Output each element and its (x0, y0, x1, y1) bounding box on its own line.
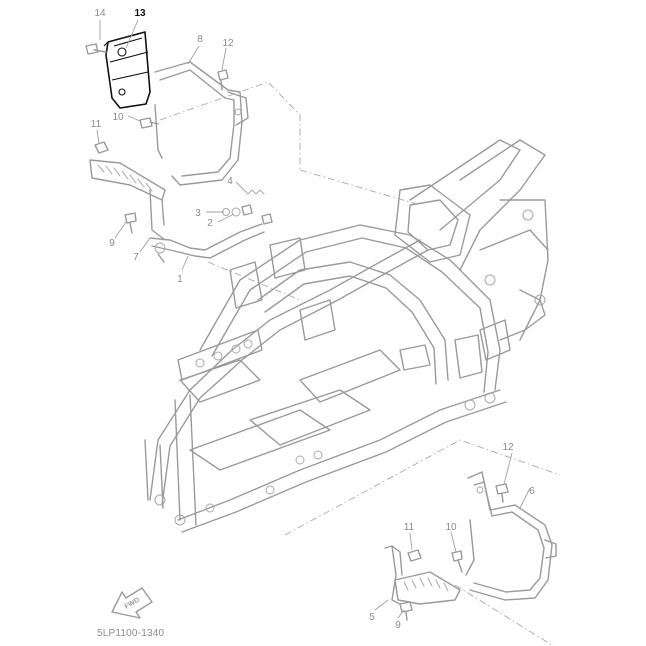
callout-11-lower[interactable]: 11 (404, 522, 415, 533)
callout-14[interactable]: 14 (94, 8, 106, 19)
lower-right-parts (384, 471, 557, 621)
callout-13[interactable]: 13 (134, 8, 146, 19)
callout-12-lower[interactable]: 12 (502, 442, 514, 453)
callout-10-lower[interactable]: 10 (445, 522, 457, 533)
callout-11-upper[interactable]: 11 (91, 119, 102, 130)
callout-4[interactable]: 4 (227, 176, 233, 187)
callout-6[interactable]: 6 (529, 486, 535, 497)
main-frame (144, 139, 549, 533)
fwd-arrow-icon: FWD (111, 587, 153, 619)
drawing-code: 5LP1100-1340 (97, 628, 165, 639)
part-13-highlighted (85, 31, 151, 109)
callout-9-lower[interactable]: 9 (395, 620, 401, 631)
reference-lines (159, 81, 561, 646)
callout-7[interactable]: 7 (133, 252, 139, 263)
callout-8[interactable]: 8 (197, 34, 203, 45)
callout-3[interactable]: 3 (195, 208, 201, 219)
upper-left-parts (89, 61, 273, 263)
callout-numbers: 13 14 8 12 10 11 4 3 2 9 7 1 12 6 11 10 … (91, 8, 535, 631)
callout-5[interactable]: 5 (369, 612, 375, 623)
callout-1[interactable]: 1 (177, 274, 183, 285)
fwd-label: FWD (124, 597, 141, 611)
callout-10-upper[interactable]: 10 (112, 112, 124, 123)
callout-9-upper[interactable]: 9 (109, 238, 115, 249)
leader-lines (96, 19, 531, 619)
callout-12-upper[interactable]: 12 (222, 38, 234, 49)
callout-2[interactable]: 2 (207, 218, 213, 229)
